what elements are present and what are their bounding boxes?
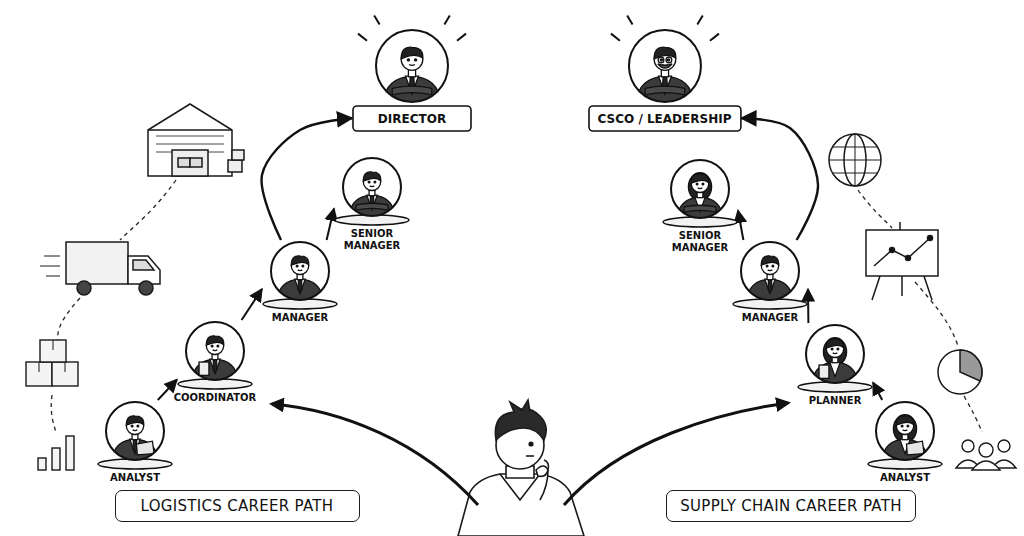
role-label: ANALYST (105, 472, 165, 484)
career-step-arrow (738, 211, 743, 241)
person-figure (636, 47, 694, 102)
role-label: CSCO / LEADERSHIP (588, 106, 742, 132)
avatar-ground (671, 160, 729, 218)
role-analyst: ANALYST (97, 400, 173, 470)
role-senior-manager: SENIOR MANAGER (334, 156, 410, 226)
bar-chart-icon (38, 436, 74, 470)
role-coordinator: COORDINATOR (177, 320, 253, 390)
person-figure (192, 336, 238, 380)
person-figure (747, 256, 793, 300)
avatar-ground (741, 242, 799, 300)
title-plate (353, 106, 471, 131)
avatar-ring (343, 158, 401, 216)
role-label: SENIOR MANAGER (341, 228, 403, 251)
avatar-ground (271, 242, 329, 300)
person-figure (383, 47, 441, 102)
role-label: SENIOR MANAGER (669, 230, 731, 253)
avatar-ring (186, 322, 244, 380)
thinking-person (458, 400, 584, 536)
glow-rays (611, 16, 719, 41)
title-plate (589, 106, 741, 131)
globe-icon (829, 134, 881, 186)
role-figure (97, 400, 173, 470)
role-figure (867, 400, 943, 470)
career-step-arrow (327, 209, 334, 241)
avatar-ring (629, 30, 701, 102)
person-figure (277, 256, 323, 300)
avatar-ring (271, 242, 329, 300)
dashed-trail (51, 180, 982, 432)
role-label: MANAGER (735, 312, 805, 324)
role-figure (797, 323, 873, 393)
pie-chart-icon (938, 350, 982, 394)
avatar-ground (806, 325, 864, 383)
avatar-ground (376, 30, 448, 102)
avatar-ring (376, 30, 448, 102)
path-title: LOGISTICS CAREER PATH (141, 497, 334, 515)
role-director: DIRECTOR (352, 26, 472, 132)
avatar-ground (106, 402, 164, 460)
role-label: MANAGER (265, 312, 335, 324)
person-figure (112, 416, 158, 460)
team-icon (956, 440, 1016, 470)
avatar-ground (343, 158, 401, 216)
person-figure (349, 172, 395, 216)
avatar-ring (876, 402, 934, 460)
warehouse-icon (148, 104, 244, 176)
career-step-arrow (873, 383, 882, 401)
avatar-ground (876, 402, 934, 460)
role-analyst: ANALYST (867, 400, 943, 470)
truck-icon (40, 242, 160, 295)
person-figure (677, 173, 723, 218)
career-step-arrow (741, 118, 818, 240)
glow-rays (358, 16, 466, 41)
role-figure (177, 320, 253, 390)
avatar-ground (629, 30, 701, 102)
avatar-ground (186, 322, 244, 380)
role-planner: PLANNER (797, 323, 873, 393)
career-step-arrow (807, 289, 809, 323)
role-label: DIRECTOR (352, 106, 472, 132)
avatar-ring (806, 325, 864, 383)
role-figure (262, 240, 338, 310)
role-senior-manager: SENIOR MANAGER (662, 158, 738, 228)
role-manager: MANAGER (262, 240, 338, 310)
career-step-arrow (242, 289, 262, 320)
path-title: SUPPLY CHAIN CAREER PATH (680, 497, 901, 515)
avatar-ring (671, 160, 729, 218)
person-figure (812, 338, 858, 383)
role-label: COORDINATOR (173, 392, 257, 404)
career-path-label: SUPPLY CHAIN CAREER PATH (666, 490, 915, 522)
role-figure (334, 156, 410, 226)
role-figure (732, 240, 808, 310)
boxes-icon (26, 340, 78, 386)
person-figure (882, 415, 928, 460)
role-manager: MANAGER (732, 240, 808, 310)
avatar-ring (741, 242, 799, 300)
chart-easel-icon (866, 222, 938, 300)
role-label: PLANNER (805, 395, 865, 407)
career-path-label: LOGISTICS CAREER PATH (115, 490, 360, 522)
avatar-ring (106, 402, 164, 460)
role-leadership: CSCO / LEADERSHIP (588, 26, 742, 132)
role-figure (662, 158, 738, 228)
role-label: ANALYST (875, 472, 935, 484)
